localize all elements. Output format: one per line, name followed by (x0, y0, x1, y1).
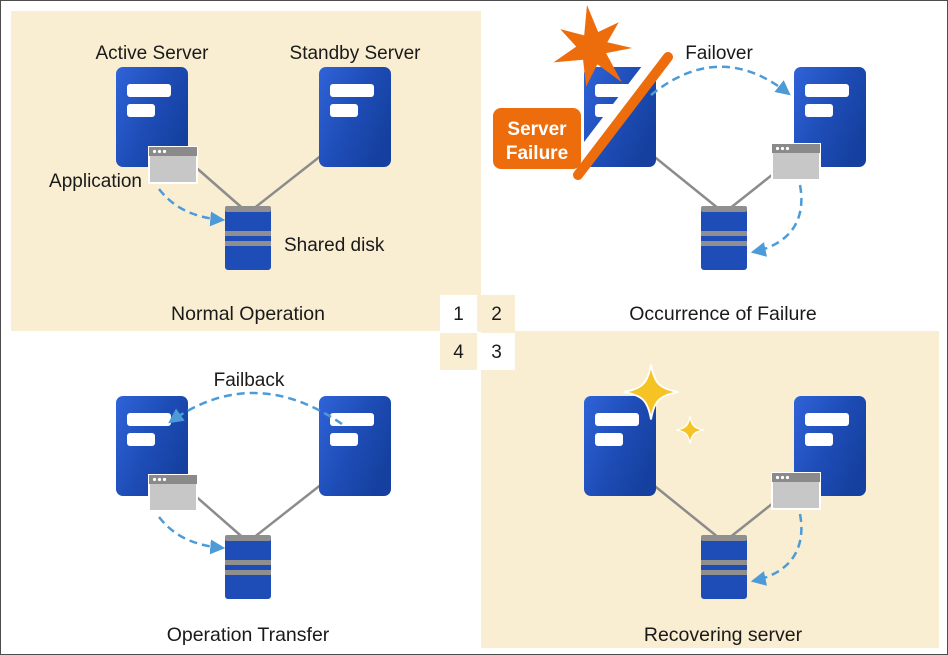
shared-disk-icon (701, 535, 747, 599)
failback-arrow (168, 391, 343, 426)
app-to-disk-arrow (750, 184, 803, 257)
application-window-icon (771, 472, 821, 510)
application-window-icon (148, 474, 198, 512)
panel-recovering-server: Recovering server (584, 363, 866, 646)
active-server-label: Active Server (96, 43, 210, 64)
step-1-cell (440, 295, 477, 332)
shared-disk-label: Shared disk (284, 235, 385, 256)
failure-burst-icon (553, 5, 633, 87)
failover-arrow (650, 65, 791, 96)
application-window-icon (148, 146, 198, 184)
recovered-server-icon (584, 396, 656, 496)
step-3-number: 3 (491, 342, 502, 363)
recovering-server-panel-bg (481, 331, 939, 648)
app-to-disk-arrow (158, 188, 226, 227)
app-to-disk-arrow (750, 513, 803, 586)
normal-operation-panel-bg (11, 11, 481, 331)
panel-occurrence-of-failure: Server Failure Failover Occurrence of Fa… (493, 5, 866, 325)
step-2-number: 2 (491, 304, 502, 325)
shared-disk-icon (225, 206, 271, 270)
application-label: Application (49, 171, 142, 192)
panel-operation-transfer: Failback Operation Transfer (116, 370, 391, 646)
application-window-icon (771, 143, 821, 181)
standby-server-icon (319, 67, 391, 167)
panel-normal-operation: Active Server Standby Server Application… (49, 43, 421, 325)
panel-caption-normal-operation: Normal Operation (171, 303, 325, 325)
panel-caption-operation-transfer: Operation Transfer (167, 624, 330, 646)
failure-slash-icon (573, 52, 673, 180)
step-4-number: 4 (453, 342, 464, 363)
failure-slash-gap (565, 45, 667, 175)
panel-caption-occurrence-of-failure: Occurrence of Failure (629, 303, 817, 325)
failover-label: Failover (685, 43, 753, 64)
step-2-cell (478, 295, 515, 332)
server-failure-badge-line2: Failure (506, 143, 568, 164)
app-to-disk-arrow (158, 516, 226, 555)
former-active-server-icon (319, 396, 391, 496)
server-failure-badge (493, 108, 581, 169)
shared-disk-icon (225, 535, 271, 599)
failback-label: Failback (214, 370, 285, 391)
step-indicator: 1 2 4 3 (440, 295, 515, 370)
step-3-cell (478, 333, 515, 370)
step-4-cell (440, 333, 477, 370)
panel-caption-recovering-server: Recovering server (644, 624, 803, 646)
server-failure-badge-line1: Server (507, 119, 567, 140)
shared-disk-icon (701, 206, 747, 270)
step-1-number: 1 (453, 304, 464, 325)
standby-server-label: Standby Server (290, 43, 422, 64)
